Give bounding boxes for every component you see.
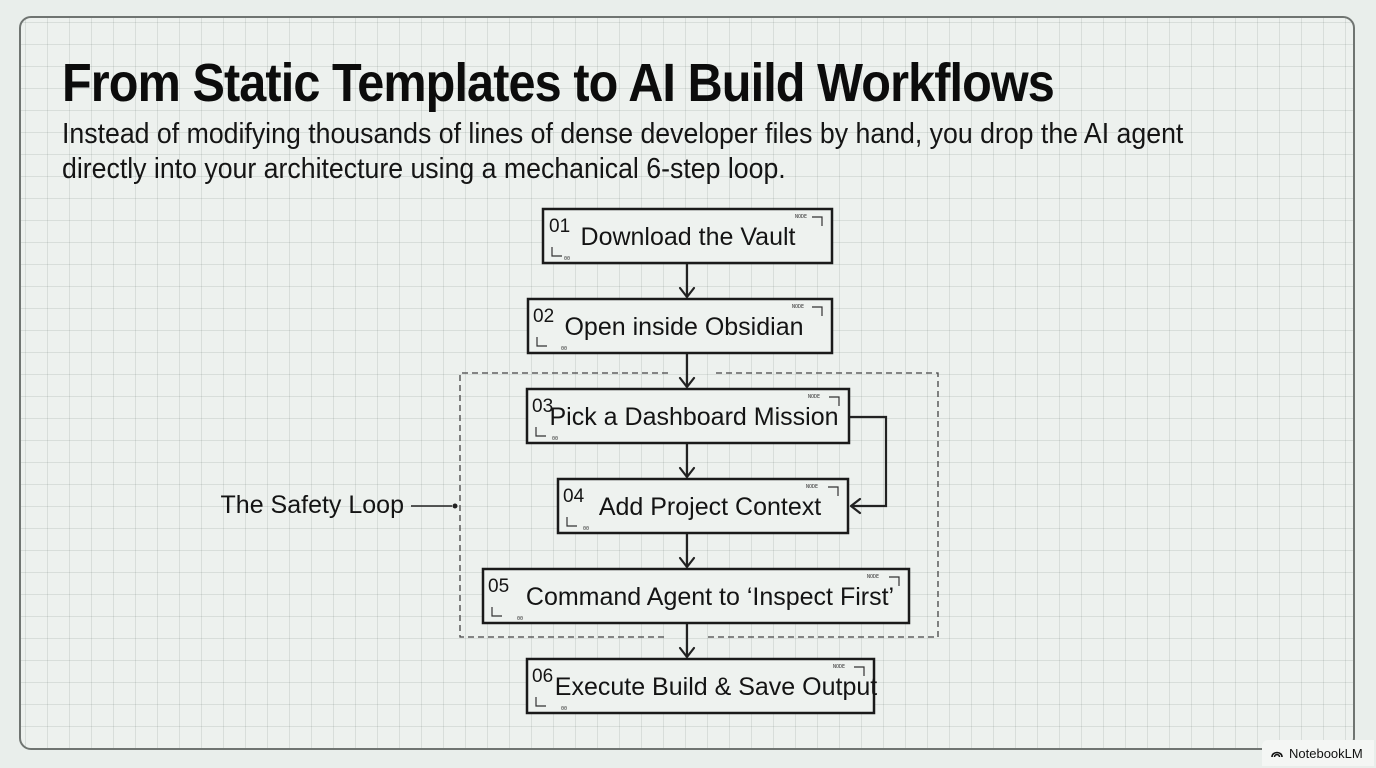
step-number-04: 04 (563, 486, 585, 507)
step-box-04: 00 NODE 04 Add Project Context (556, 477, 850, 535)
brand-name: NotebookLM (1289, 745, 1363, 761)
svg-text:00: 00 (517, 616, 523, 622)
svg-text:00: 00 (561, 706, 567, 712)
arrowhead-4-5 (678, 556, 696, 569)
step-box-03: 00 NODE 03 Pick a Dashboard Mission (525, 387, 851, 445)
step-box-05: 00 NODE 05 Command Agent to ‘Inspect Fir… (481, 567, 911, 625)
step-label-01: Download the Vault (581, 223, 796, 251)
step-label-03: Pick a Dashboard Mission (549, 403, 838, 431)
svg-text:00: 00 (583, 526, 589, 532)
arrowhead-5-6 (678, 646, 696, 659)
svg-text:NODE: NODE (806, 484, 818, 490)
step-label-05: Command Agent to ‘Inspect First’ (526, 583, 894, 611)
safety-loop-region (459, 372, 939, 638)
step-box-02: 00 NODE 02 Open inside Obsidian (526, 297, 834, 355)
step-number-02: 02 (533, 306, 554, 327)
step-number-01: 01 (549, 216, 570, 237)
svg-text:00: 00 (552, 436, 558, 442)
step-number-03: 03 (532, 396, 553, 417)
step-label-02: Open inside Obsidian (564, 313, 803, 341)
svg-text:NODE: NODE (795, 214, 807, 220)
svg-text:NODE: NODE (833, 664, 845, 670)
brand-watermark: NotebookLM (1262, 740, 1374, 766)
step-number-06: 06 (532, 666, 553, 687)
slide-title: From Static Templates to AI Build Workfl… (62, 53, 1055, 113)
safety-loop-pointer-dot (452, 503, 458, 509)
step-label-04: Add Project Context (599, 493, 821, 521)
step-box-06: 00 NODE 06 Execute Build & Save Output (525, 657, 877, 715)
step-box-01: 00 NODE 01 Download the Vault (541, 207, 834, 265)
svg-text:00: 00 (564, 256, 570, 262)
svg-text:NODE: NODE (867, 574, 879, 580)
safety-loop-label: The Safety Loop (221, 491, 404, 519)
svg-text:NODE: NODE (792, 304, 804, 310)
notebooklm-logo-icon (1271, 751, 1283, 758)
loop-back-arrowhead (849, 497, 862, 515)
arrowhead-1-2 (678, 286, 696, 299)
arrowhead-2-3 (678, 376, 696, 389)
step-connectors (678, 264, 888, 659)
step-number-05: 05 (488, 576, 509, 597)
arrowhead-3-4 (678, 466, 696, 479)
svg-text:00: 00 (561, 346, 567, 352)
slide-subtitle: Instead of modifying thousands of lines … (62, 118, 1184, 185)
svg-text:NODE: NODE (808, 394, 820, 400)
loop-back-connector (850, 415, 888, 508)
step-label-06: Execute Build & Save Output (555, 673, 877, 701)
